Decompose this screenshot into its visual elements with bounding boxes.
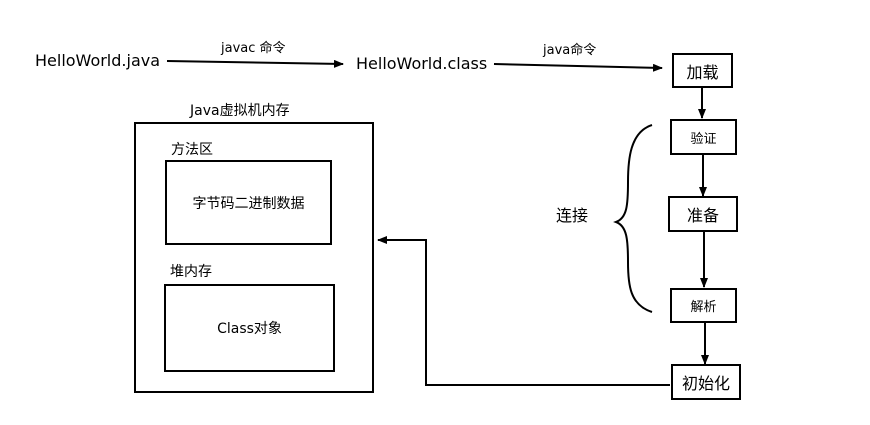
method-area-box: 字节码二进制数据 (165, 160, 332, 245)
resolve-step-label: 解析 (690, 300, 717, 315)
resolve-step: 解析 (670, 288, 737, 323)
initialize-step-label: 初始化 (681, 374, 730, 393)
arrow-init-memory (377, 236, 670, 386)
method-area-label: 方法区 (171, 142, 213, 158)
prepare-step: 准备 (668, 196, 738, 232)
compile-command-label: javac 命令 (221, 41, 286, 56)
method-area-content: 字节码二进制数据 (192, 195, 305, 212)
verify-step-label: 验证 (690, 131, 717, 147)
prepare-step-label: 准备 (686, 206, 719, 225)
load-step-label: 加载 (686, 62, 719, 82)
jvm-memory-box (134, 122, 374, 393)
load-step: 加载 (672, 53, 733, 88)
heap-content: Class对象 (217, 321, 282, 337)
linking-label: 连接 (556, 206, 589, 225)
source-file-label: HelloWorld.java (35, 51, 161, 70)
linking-brace (613, 124, 653, 313)
arrow-compile (166, 59, 344, 68)
heap-box: Class对象 (164, 284, 335, 372)
initialize-step: 初始化 (671, 364, 741, 400)
verify-step: 验证 (670, 119, 737, 155)
arrow-run (493, 63, 663, 72)
jvm-memory-title: Java虚拟机内存 (190, 103, 290, 119)
run-command-label: java命令 (543, 43, 597, 58)
heap-label: 堆内存 (170, 264, 212, 280)
class-file-label: HelloWorld.class (356, 54, 488, 73)
